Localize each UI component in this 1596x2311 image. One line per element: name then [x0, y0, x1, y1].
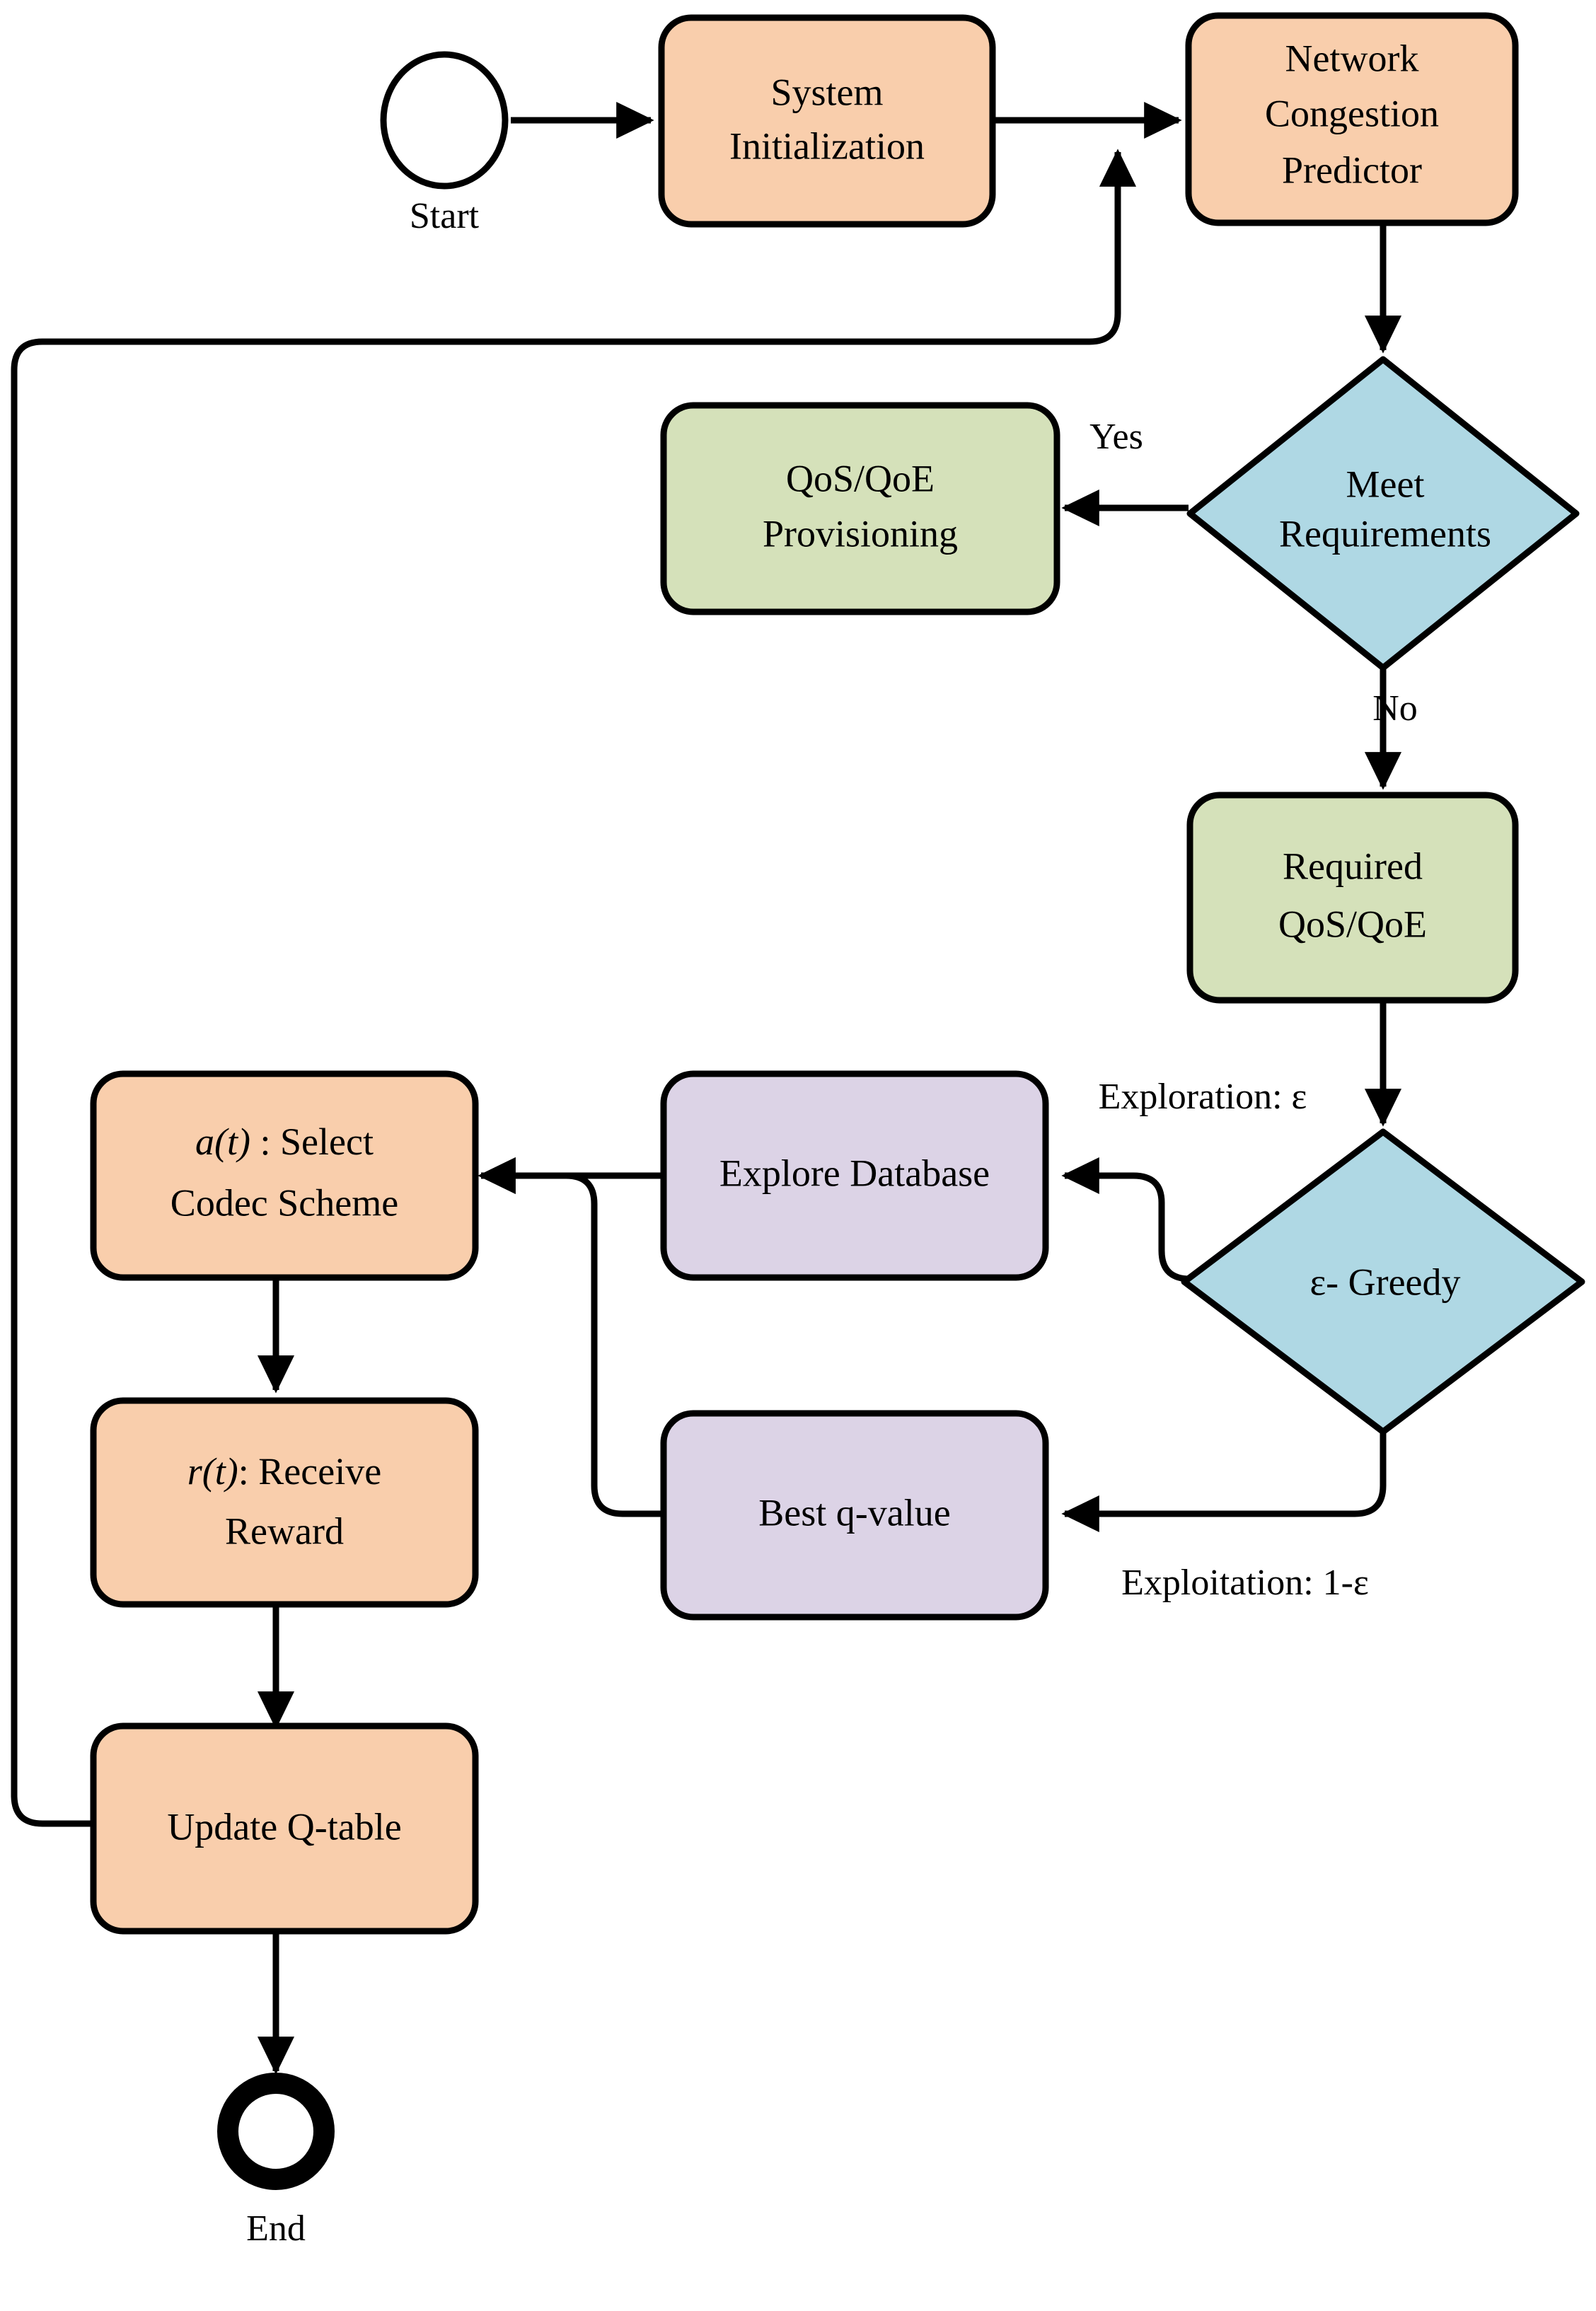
receive-reward-label-line2: Reward	[225, 1510, 344, 1552]
required-qos-qoe-label-line1: Required	[1283, 845, 1423, 887]
select-codec-scheme-label-line2: Codec Scheme	[170, 1181, 398, 1224]
receive-reward-line1-rest: : Receive	[238, 1450, 381, 1493]
required-qos-qoe-label-line2: QoS/QoE	[1278, 903, 1427, 945]
epsilon-greedy-diamond	[1181, 1128, 1585, 1435]
edge-label-exploitation: Exploitation: 1-ε	[1121, 1563, 1369, 1603]
receive-reward-math-var: r(t)	[187, 1450, 238, 1493]
network-congestion-predictor-box	[1185, 12, 1519, 226]
update-q-table-box	[90, 1722, 479, 1935]
end-circle	[217, 2073, 335, 2190]
edge-label-exploration: Exploration: ε	[1099, 1077, 1307, 1117]
node-system-initialization[interactable]: System Initialization	[658, 14, 996, 228]
edge-label-no: No	[1372, 688, 1418, 729]
qos-qoe-provisioning-label-line2: Provisioning	[763, 512, 958, 555]
meet-requirements-label-line1: Meet	[1346, 463, 1425, 505]
update-q-table-label: Update Q-table	[167, 1805, 401, 1848]
node-meet-requirements[interactable]: Meet Requirements	[1186, 356, 1580, 671]
node-required-qos-qoe[interactable]: Required QoS/QoE	[1186, 792, 1519, 1004]
node-receive-reward[interactable]: r(t): Receive Reward	[90, 1397, 479, 1608]
edge-eps-greedy-exploration-to-explore-database	[1061, 1157, 1191, 1282]
node-epsilon-greedy[interactable]: ε- Greedy	[1181, 1128, 1585, 1435]
qos-qoe-provisioning-label-line1: QoS/QoE	[786, 457, 935, 499]
system-initialization-label-line1: System	[770, 71, 883, 113]
select-codec-math-var: a(t)	[195, 1120, 250, 1163]
network-congestion-predictor-label-line3: Predictor	[1282, 149, 1422, 191]
select-codec-scheme-box	[90, 1070, 479, 1281]
edge-label-yes: Yes	[1089, 417, 1143, 457]
edge-best-q-value-to-select-codec	[478, 1157, 661, 1517]
qos-qoe-provisioning-box	[660, 402, 1060, 615]
start-label: Start	[410, 196, 480, 236]
network-congestion-predictor-label-line1: Network	[1285, 37, 1419, 79]
receive-reward-label-line1: r(t): Receive	[187, 1450, 381, 1493]
node-update-q-table[interactable]: Update Q-table	[90, 1722, 479, 1935]
required-qos-qoe-box	[1186, 792, 1519, 1004]
explore-database-label: Explore Database	[719, 1152, 990, 1194]
meet-requirements-diamond	[1186, 356, 1580, 671]
end-label: End	[246, 2208, 306, 2249]
select-codec-scheme-label-line1: a(t) : Select	[195, 1120, 374, 1163]
network-congestion-predictor-label-line2: Congestion	[1265, 92, 1439, 134]
select-codec-line1-rest: : Select	[250, 1120, 374, 1163]
system-initialization-box	[658, 14, 996, 228]
edge-update-qtable-feedback-to-congestion-predictor	[11, 149, 1137, 1827]
best-q-value-box	[660, 1410, 1049, 1621]
node-best-q-value[interactable]: Best q-value	[660, 1410, 1049, 1621]
node-network-congestion-predictor[interactable]: Network Congestion Predictor	[1185, 12, 1519, 226]
best-q-value-label: Best q-value	[758, 1491, 950, 1534]
explore-database-box	[660, 1070, 1049, 1281]
meet-requirements-label-line2: Requirements	[1279, 512, 1491, 555]
node-qos-qoe-provisioning[interactable]: QoS/QoE Provisioning	[660, 402, 1060, 615]
system-initialization-label-line2: Initialization	[729, 124, 925, 167]
epsilon-greedy-label: ε- Greedy	[1309, 1261, 1460, 1303]
node-start[interactable]: Start	[380, 51, 509, 236]
node-explore-database[interactable]: Explore Database	[660, 1070, 1049, 1281]
node-end[interactable]: End	[217, 2073, 335, 2249]
receive-reward-box	[90, 1397, 479, 1608]
node-select-codec-scheme[interactable]: a(t) : Select Codec Scheme	[90, 1070, 479, 1281]
start-circle	[380, 51, 509, 190]
edge-eps-greedy-exploitation-to-best-q-value	[1061, 1430, 1387, 1533]
